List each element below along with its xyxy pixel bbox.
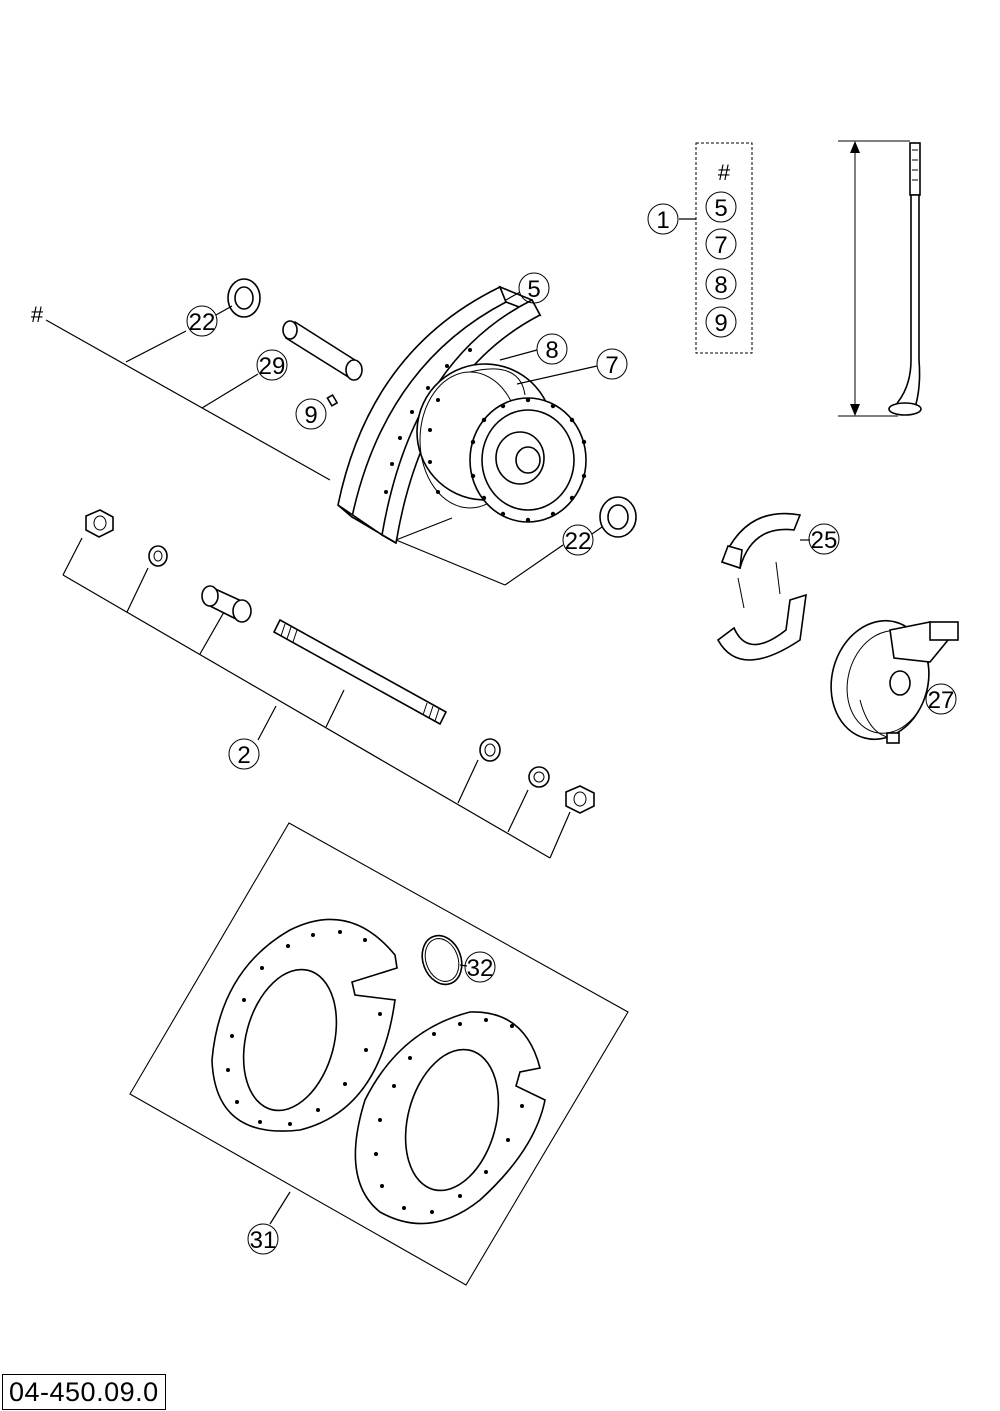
kit-box-item: 9: [705, 306, 737, 338]
drawing-number-label: 04-450.09.0: [2, 1374, 166, 1410]
callout-2: 2: [228, 738, 260, 770]
svg-text:2: 2: [237, 742, 250, 769]
disc-kit-box: [129, 822, 629, 1286]
kit-box-item: 8: [705, 268, 737, 300]
friction-disc-left-part: [211, 918, 398, 1132]
callout-5: 5: [518, 272, 550, 304]
brake-plate-part: [830, 619, 959, 744]
kit-box-hash: #: [718, 160, 731, 185]
sleeve-left-part: [201, 585, 252, 623]
svg-text:22: 22: [565, 528, 592, 555]
callout-7: 7: [596, 348, 628, 380]
bearing-left-part: [227, 278, 261, 318]
callout-9: 9: [295, 398, 327, 430]
svg-text:8: 8: [714, 272, 727, 299]
bearing-right-part: [599, 496, 637, 538]
friction-disc-right-part: [354, 1011, 546, 1225]
svg-text:1: 1: [656, 207, 669, 234]
brake-shoes-part: [716, 512, 807, 661]
spacer-tube-part: [282, 320, 363, 381]
svg-text:29: 29: [259, 353, 286, 380]
svg-text:32: 32: [467, 955, 494, 982]
callout-29: 29: [256, 349, 288, 381]
svg-text:7: 7: [714, 232, 727, 259]
kit-box-item: 7: [705, 228, 737, 260]
callout-1: 1: [647, 203, 679, 235]
callout-22-left: 22: [186, 305, 218, 337]
washer-right-part: [528, 766, 550, 788]
spoke-length-dimension: [838, 140, 910, 417]
svg-text:7: 7: [605, 352, 618, 379]
callout-27: 27: [925, 683, 957, 715]
spoke-part: [888, 142, 922, 416]
kit-box-item: 5: [705, 191, 737, 223]
svg-text:5: 5: [714, 195, 727, 222]
callout-25: 25: [808, 523, 840, 555]
sleeve-right-part: [479, 738, 501, 762]
svg-text:27: 27: [928, 687, 955, 714]
svg-text:9: 9: [304, 402, 317, 429]
callout-31: 31: [247, 1223, 279, 1255]
nut-left-part: [85, 509, 114, 538]
hash-marker: #: [31, 302, 44, 327]
callout-32: 32: [464, 951, 496, 983]
washer-left-part: [148, 545, 168, 567]
kit-contents-box: # 5 7 8 9: [695, 142, 753, 354]
svg-text:25: 25: [811, 527, 838, 554]
svg-text:31: 31: [250, 1227, 277, 1254]
callout-22-right: 22: [562, 524, 594, 556]
nut-right-part: [565, 785, 595, 814]
rim-part: [337, 285, 542, 545]
svg-text:5: 5: [527, 276, 540, 303]
svg-text:9: 9: [714, 310, 727, 337]
callout-8: 8: [536, 333, 568, 365]
axle-part: [272, 618, 448, 726]
hub-part: [416, 363, 587, 523]
svg-text:8: 8: [545, 337, 558, 364]
circlip-part: [421, 934, 463, 986]
nipple-part: [326, 393, 339, 407]
svg-text:22: 22: [189, 309, 216, 336]
